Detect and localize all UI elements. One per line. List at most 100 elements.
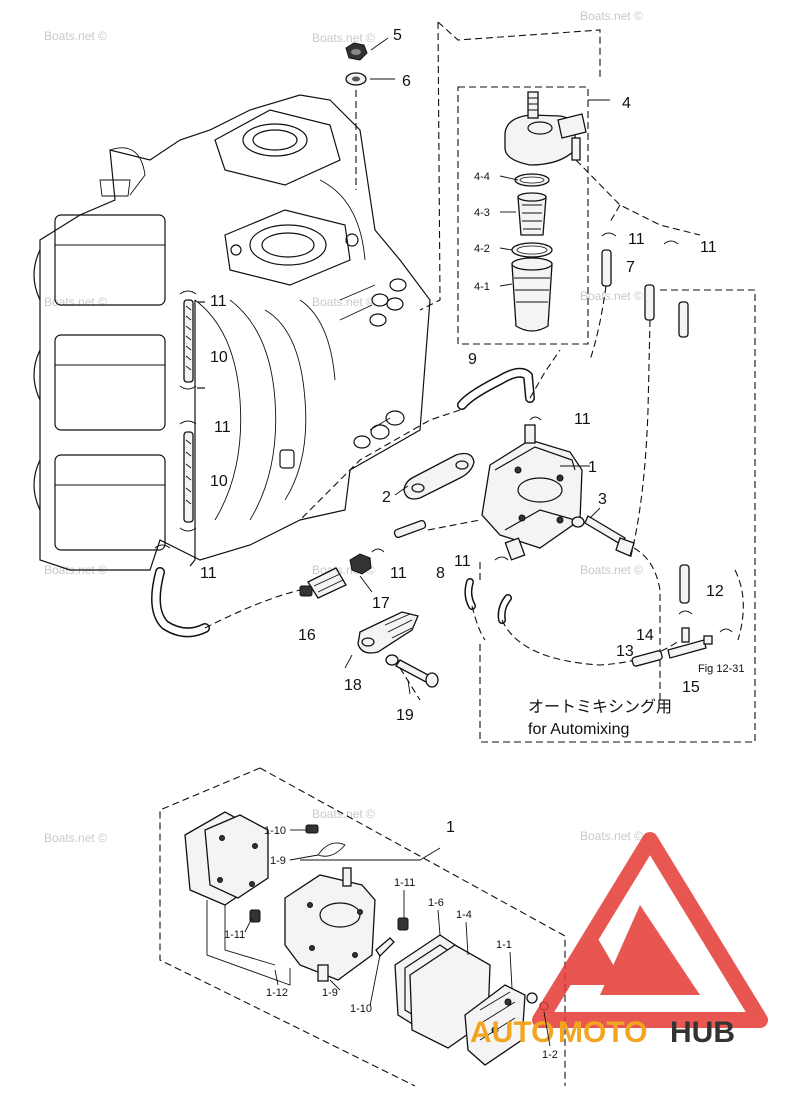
callout-9: 9 xyxy=(468,351,477,368)
callout-15: 15 xyxy=(682,679,700,696)
callout-12: 12 xyxy=(706,583,724,600)
detail-callout-1-12: 1-12 xyxy=(266,987,288,999)
filter-cup-4-1 xyxy=(511,257,553,332)
watermark-text: Boats.net © xyxy=(580,563,643,577)
callout-10a: 10 xyxy=(210,349,228,366)
hose-10-lower xyxy=(183,431,194,523)
detail-callout-1-11b: 1-11 xyxy=(224,929,245,941)
callout-17: 17 xyxy=(372,595,390,612)
detail-callout-1-10b: 1-10 xyxy=(350,1003,372,1015)
hose-9 xyxy=(457,367,535,410)
detail-callout-1-9a: 1-9 xyxy=(270,855,286,867)
detail-cover xyxy=(184,811,269,906)
detail-callout-1-10a: 1-10 xyxy=(264,825,286,837)
hose-7 xyxy=(601,249,612,287)
clip-11-17 xyxy=(371,548,385,553)
watermark-text: Boats.net © xyxy=(44,295,107,309)
callout-18: 18 xyxy=(344,677,362,694)
detail-callout-1-9b: 1-9 xyxy=(322,987,338,999)
callout-16: 16 xyxy=(298,627,316,644)
watermark-text: Boats.net © xyxy=(312,31,375,45)
callout-5: 5 xyxy=(393,27,402,44)
detail-callout-1-4: 1-4 xyxy=(456,909,472,921)
callout-1: 1 xyxy=(588,459,597,476)
automix-jp-label: オートミキシング用 xyxy=(528,698,672,716)
detail-callout-1-11a: 1-11 xyxy=(394,877,415,889)
callout-3: 3 xyxy=(598,491,607,508)
callout-11c: 11 xyxy=(210,293,227,310)
hose-right-upper xyxy=(644,284,655,321)
fitting-16 xyxy=(299,567,347,599)
hose-13 xyxy=(631,650,663,667)
plate-2 xyxy=(403,452,475,500)
bracket-18 xyxy=(357,611,419,654)
watermark-text: Boats.net © xyxy=(580,829,643,843)
detail-callout-1-6: 1-6 xyxy=(428,897,444,909)
automotohub-logo xyxy=(532,832,768,1028)
bolt-3 xyxy=(571,515,635,557)
callout-13: 13 xyxy=(616,643,634,660)
brand-auto: AUTO xyxy=(470,1016,554,1049)
gasket-4-2 xyxy=(511,242,553,258)
automotohub-wordmark: AUTO MOTO HUB xyxy=(470,1016,735,1049)
detail-callout-1: 1 xyxy=(446,819,455,836)
detail-pin xyxy=(375,937,395,958)
callout-2: 2 xyxy=(382,489,391,506)
callout-11b: 11 xyxy=(700,239,717,256)
watermark-text: Boats.net © xyxy=(44,831,107,845)
callout-19: 19 xyxy=(396,707,414,724)
callout-11a: 11 xyxy=(628,231,645,248)
callout-11g: 11 xyxy=(200,565,217,582)
callout-6: 6 xyxy=(402,73,411,90)
callout-4-3: 4-3 xyxy=(474,207,490,219)
detail-border xyxy=(159,767,416,1087)
callout-4-4: 4-4 xyxy=(474,171,490,183)
detail-callout-1-2: 1-2 xyxy=(542,1049,558,1061)
detail-nut-1-11b xyxy=(397,917,409,931)
detail-labels: 1 1-10 1-9 1-11 1-6 1-4 1-11 1-1 1-12 1-… xyxy=(224,819,558,1061)
engine-block-illustration xyxy=(33,94,431,571)
o-ring-4-4 xyxy=(514,173,550,187)
clip-11-8 xyxy=(494,556,509,561)
watermark-text: Boats.net © xyxy=(580,9,643,23)
tee-fitting-15 xyxy=(667,627,713,659)
filter-element-4-3 xyxy=(517,192,547,236)
callout-11h: 11 xyxy=(390,565,407,582)
nut-17 xyxy=(349,553,372,575)
callout-10b: 10 xyxy=(210,473,228,490)
detail-plate-1-1 xyxy=(464,984,526,1066)
brand-moto: MOTO xyxy=(558,1016,647,1049)
bolt-19 xyxy=(385,654,439,688)
callout-4-1: 4-1 xyxy=(474,281,490,293)
hose-10-upper xyxy=(183,299,194,383)
washer-6 xyxy=(345,72,367,86)
detail-spring-1-9 xyxy=(317,842,346,857)
fuel-pump-1 xyxy=(481,424,583,561)
callout-7: 7 xyxy=(626,259,635,276)
detail-screw-1-10 xyxy=(305,824,319,834)
callout-11d: 11 xyxy=(574,411,591,428)
callout-4: 4 xyxy=(622,95,631,112)
filter-group-box xyxy=(457,86,589,345)
callout-14: 14 xyxy=(636,627,654,644)
hoses-8 xyxy=(464,578,512,624)
callout-labels: 5 6 4 4-4 4-3 4-2 4-1 11 11 7 11 10 9 11… xyxy=(200,27,744,738)
nut-5 xyxy=(345,42,368,61)
clip-11-right xyxy=(663,240,679,245)
watermark-text: Boats.net © xyxy=(312,295,375,309)
callout-11f: 11 xyxy=(454,553,471,570)
clip-11-pump-top xyxy=(529,416,542,421)
hose-right-lower xyxy=(678,301,689,338)
callout-fig: Fig 12-31 xyxy=(698,663,744,675)
watermark-text: Boats.net © xyxy=(580,289,643,303)
detail-nut-1-11 xyxy=(249,909,261,923)
callout-8: 8 xyxy=(436,565,445,582)
short-hose xyxy=(393,519,427,539)
filter-head-4 xyxy=(504,91,587,166)
watermark-text: Boats.net © xyxy=(44,29,107,43)
automix-en-label: for Automixing xyxy=(528,721,629,738)
detail-body xyxy=(284,867,376,982)
brand-hub: HUB xyxy=(670,1016,735,1049)
